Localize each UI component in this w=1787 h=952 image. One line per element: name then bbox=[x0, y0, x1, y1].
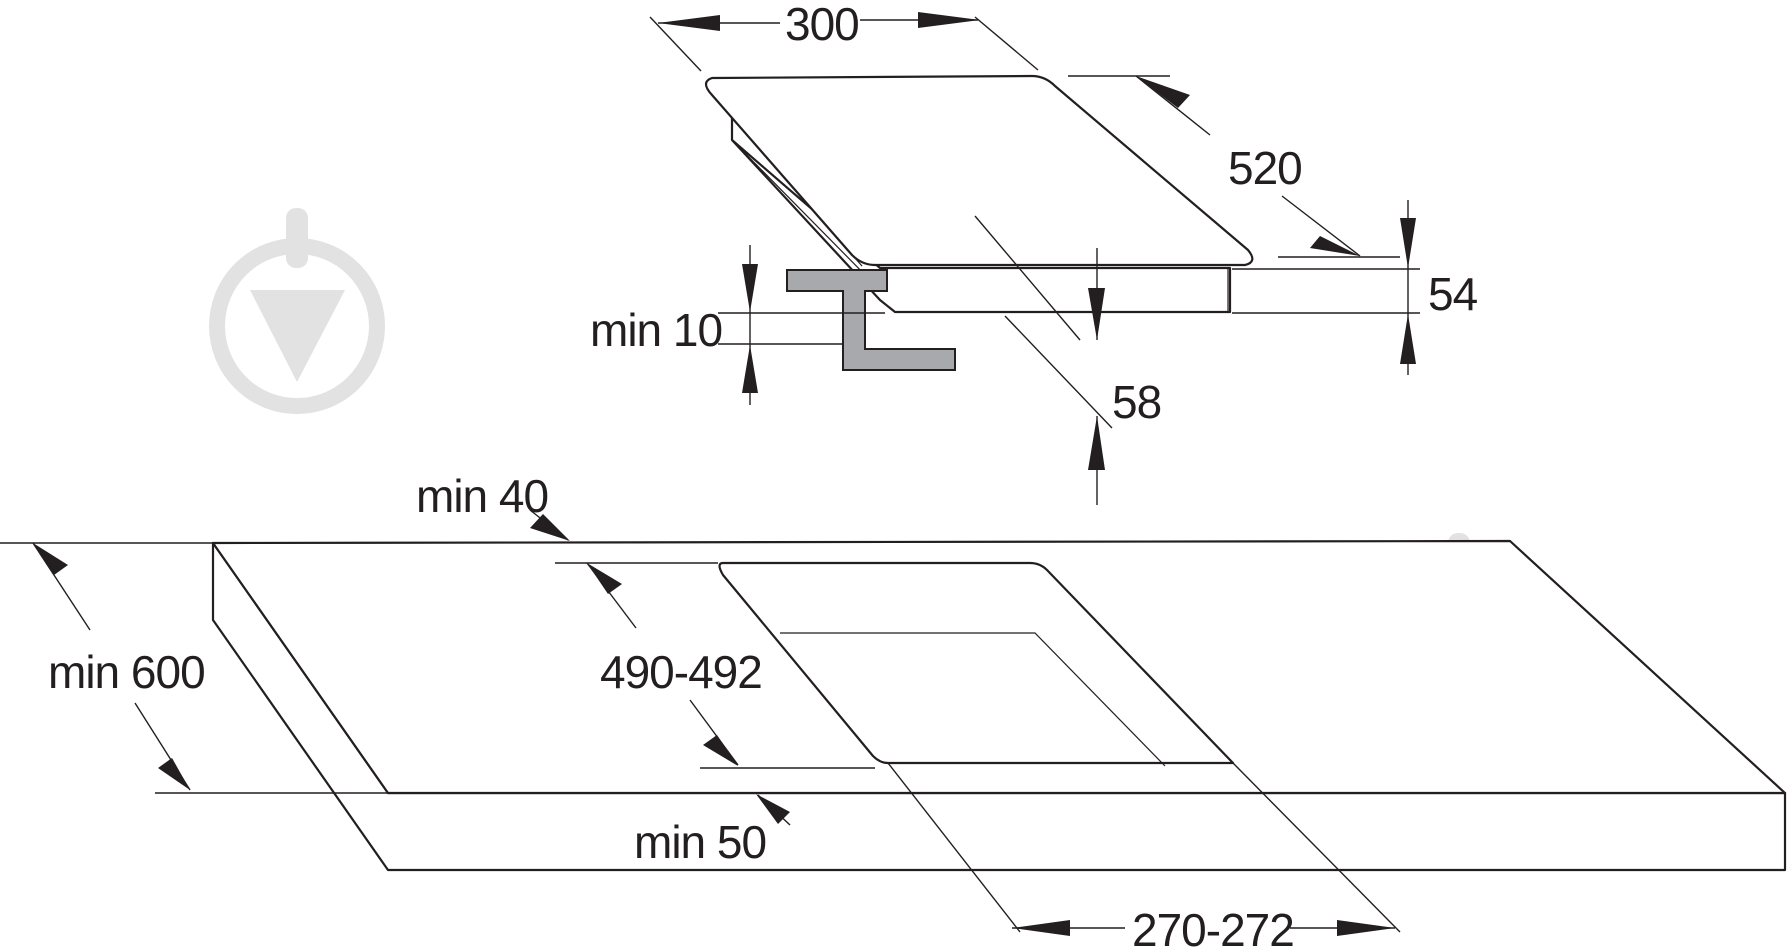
dim-58: 58 bbox=[974, 215, 1162, 505]
label-54: 54 bbox=[1428, 268, 1478, 320]
label-min-10: min 10 bbox=[590, 304, 722, 356]
dim-54: 54 bbox=[1232, 200, 1479, 375]
dim-270-272: 270-272 bbox=[887, 762, 1401, 952]
dim-min-40: min 40 bbox=[416, 470, 570, 541]
label-min-40: min 40 bbox=[416, 470, 548, 522]
watermark-icon-left bbox=[209, 208, 385, 414]
dim-490-492: 490-492 bbox=[555, 562, 875, 769]
dim-300: 300 bbox=[649, 0, 1039, 72]
label-300: 300 bbox=[785, 0, 859, 50]
label-270-272: 270-272 bbox=[1132, 904, 1294, 952]
hob-drawing bbox=[704, 74, 1254, 314]
label-min-50: min 50 bbox=[634, 816, 766, 868]
label-58: 58 bbox=[1112, 376, 1161, 428]
worktop-bracket bbox=[786, 269, 956, 371]
dim-520: 520 bbox=[1068, 75, 1400, 258]
dim-min-50: min 50 bbox=[634, 794, 791, 868]
worktop-drawing bbox=[211, 539, 1787, 872]
dim-min-600: min 600 bbox=[0, 542, 390, 794]
label-490-492: 490-492 bbox=[600, 646, 762, 698]
label-min-600: min 600 bbox=[48, 646, 205, 698]
dim-min-10: min 10 bbox=[590, 245, 885, 405]
label-520: 520 bbox=[1228, 142, 1302, 194]
